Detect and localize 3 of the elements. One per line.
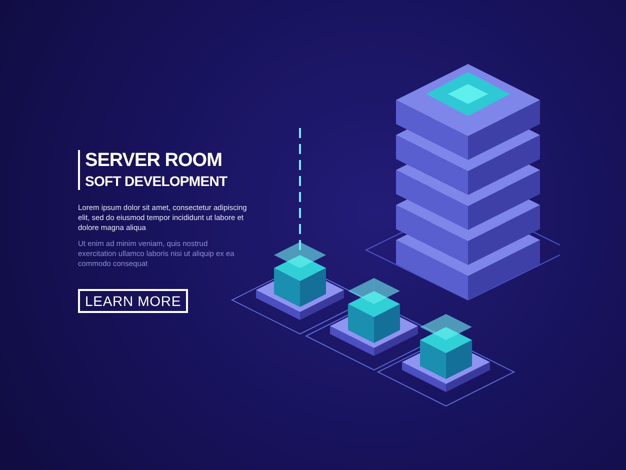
- learn-more-button: LEARN MORE: [78, 289, 188, 313]
- subtitle: SOFT DEVELOPMENT: [85, 172, 228, 190]
- title: SERVER ROOM: [85, 150, 223, 172]
